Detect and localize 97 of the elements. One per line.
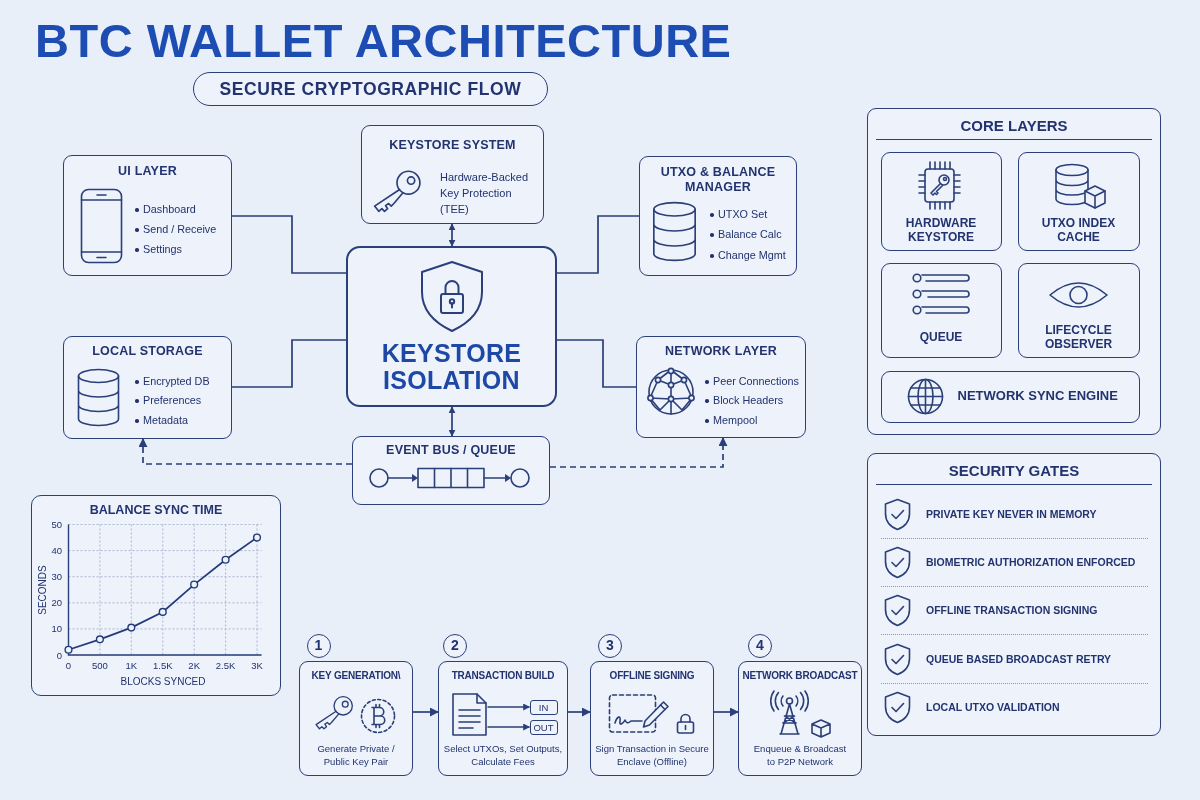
gate-item: PRIVATE KEY NEVER IN MEMORY (926, 507, 1097, 521)
connector-line (556, 339, 637, 388)
step-box (438, 661, 568, 776)
axis-title: SECONDS (36, 564, 48, 615)
arrow (713, 707, 739, 717)
layer-box (361, 125, 544, 224)
tick-label: 3K (250, 659, 263, 671)
step-box (299, 661, 413, 776)
tick-label: 2.5K (215, 659, 235, 671)
tick-label: 0 (65, 659, 71, 671)
step-number: 4 (748, 634, 772, 658)
bullet-item: Peer Connections (705, 373, 799, 389)
bullet-item: Metadata (135, 412, 189, 428)
tick-label: 2K (187, 659, 200, 671)
tile-label: HARDWARE KEYSTORE (904, 215, 978, 244)
step-title: TRANSACTION BUILD (451, 670, 555, 682)
description-text: Hardware-Backed Key Protection (TEE) (440, 170, 530, 217)
bullet-item: Change Mgmt (710, 247, 786, 263)
subtitle-text: SECURE CRYPTOGRAPHIC FLOW (219, 78, 522, 100)
step-description: Enqueue & Broadcast to P2P Network (752, 743, 848, 768)
box-title: UI LAYER (118, 164, 177, 179)
panel (867, 108, 1161, 435)
box-title: LOCAL STORAGE (92, 344, 203, 359)
step-number: 2 (443, 634, 467, 658)
event-bus-box (352, 436, 550, 505)
connector-line (231, 215, 347, 274)
box-title: NETWORK LAYER (665, 344, 777, 359)
tick-label: 1.5K (152, 659, 172, 671)
layer-box (63, 155, 232, 276)
connector-line (556, 215, 640, 274)
tick-label: 30 (50, 570, 62, 582)
double-arrow (448, 223, 456, 247)
layer-box (636, 336, 806, 438)
tick-label: 10 (50, 622, 62, 634)
box-title: EVENT BUS / QUEUE (386, 443, 516, 458)
component-tile (880, 370, 1140, 423)
io-tag: IN (529, 699, 558, 715)
step-box (738, 661, 862, 776)
gate-item: OFFLINE TRANSACTION SIGNING (926, 603, 1098, 617)
component-tile (880, 151, 1002, 251)
component-tile (1017, 151, 1140, 251)
tick-label: 0 (56, 649, 62, 660)
component-tile (880, 262, 1002, 358)
step-number: 1 (306, 634, 331, 658)
bullet-item: Block Headers (705, 392, 784, 408)
bullet-item: Dashboard (135, 201, 196, 217)
component-tile (1017, 262, 1140, 358)
step-number: 3 (598, 634, 622, 658)
diagram-title: BTC WALLET ARCHITECTURE (35, 14, 732, 68)
dashed-arrow (549, 437, 728, 468)
tick-label: 20 (50, 596, 62, 608)
tick-label: 1K (125, 659, 137, 671)
gate-item: BIOMETRIC AUTHORIZATION ENFORCED (926, 555, 1136, 569)
bullet-item: Balance Calc (710, 226, 782, 242)
box-title: UTXO & BALANCE MANAGER (659, 165, 777, 195)
panel-title: SECURITY GATES (948, 462, 1080, 480)
document-icon (450, 691, 488, 737)
gate-item: LOCAL UTXO VALIDATION (926, 700, 1060, 714)
connector-line (231, 339, 347, 388)
isolation-box (346, 246, 557, 407)
step-description: Generate Private / Public Key Pair (316, 743, 396, 768)
step-title: OFFLINE SIGNING (609, 670, 695, 682)
step-description: Select UTXOs, Set Outputs, Calculate Fees (442, 743, 564, 768)
double-arrow (448, 406, 456, 437)
tile-label: LIFECYCLE OBSERVER (1043, 322, 1114, 351)
tile-label: QUEUE (919, 329, 963, 344)
step-description: Sign Transaction in Secure Enclave (Offline) (594, 743, 710, 768)
bullet-item: Encrypted DB (135, 373, 210, 389)
gate-item: QUEUE BASED BROADCAST RETRY (926, 652, 1112, 666)
arrow (412, 707, 439, 717)
tick-label: 40 (50, 544, 62, 556)
bullet-item: Send / Receive (135, 221, 217, 237)
core-title: KEYSTORE ISOLATION (380, 340, 523, 394)
axis-title: BLOCKS SYNCED (120, 675, 205, 687)
layer-box (63, 336, 232, 439)
panel-title: CORE LAYERS (960, 117, 1068, 135)
step-box (590, 661, 714, 776)
bullet-item: Mempool (705, 412, 758, 428)
arrow (567, 707, 591, 717)
step-title: NETWORK BROADCAST (742, 670, 858, 682)
arrow (486, 723, 531, 731)
io-tag: OUT (529, 719, 558, 735)
step-title: KEY GENERATION\ (311, 670, 401, 682)
chart-title: BALANCE SYNC TIME (89, 502, 222, 517)
dashed-arrow (138, 438, 353, 465)
tick-label: 500 (91, 659, 108, 671)
tile-label: NETWORK SYNC ENGINE (957, 388, 1118, 403)
subtitle-banner (193, 72, 548, 106)
bullet-item: Preferences (135, 392, 202, 408)
bullet-item: Settings (135, 241, 182, 257)
arrow (486, 703, 531, 711)
panel (867, 453, 1161, 736)
layer-box (639, 156, 797, 276)
tile-label: UTXO INDEX CACHE (1040, 215, 1117, 244)
tick-label: 50 (50, 518, 62, 530)
bullet-item: UTXO Set (710, 206, 768, 222)
box-title: KEYSTORE SYSTEM (389, 138, 516, 153)
